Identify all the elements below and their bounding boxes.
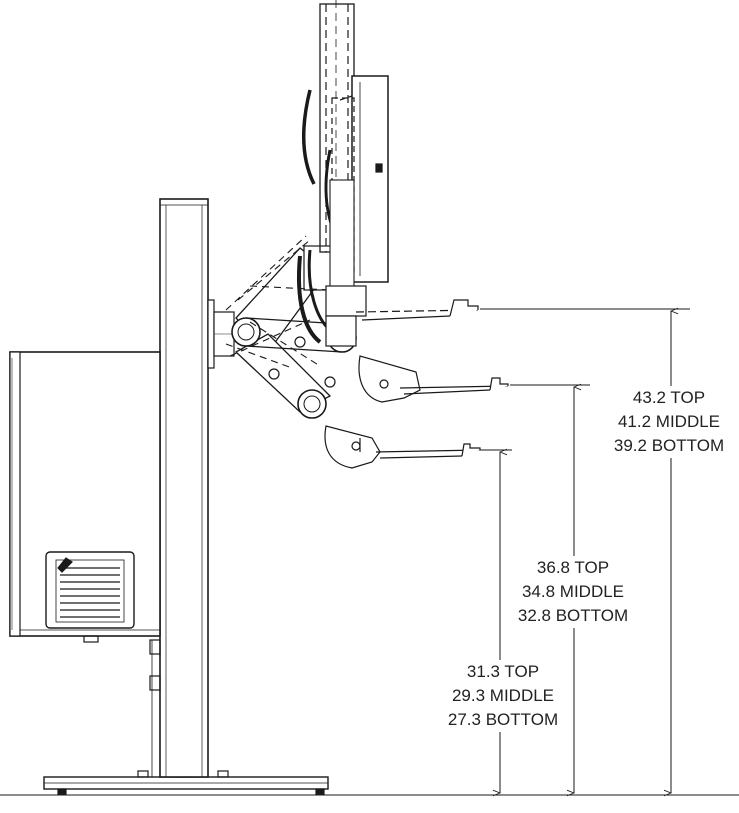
keyboard-tray-top (355, 299, 479, 321)
base-plate (43, 770, 329, 795)
keyboard-tray-bottom (324, 425, 481, 469)
wall-mount-bracket (207, 299, 235, 369)
dimension-value-bottom: 32.8 BOTTOM (517, 606, 629, 625)
dimension-value-middle: 41.2 MIDDLE (617, 412, 721, 431)
support-column (149, 198, 209, 778)
dimension-value-middle: 34.8 MIDDLE (521, 582, 625, 601)
dimension-label-display-height: 43.2 TOP 41.2 MIDDLE 39.2 BOTTOM (606, 386, 732, 458)
dimension-value-top: 36.8 TOP (536, 558, 610, 577)
display-screen (301, 75, 389, 347)
dimension-value-top: 31.3 TOP (466, 662, 540, 681)
dimension-value-middle: 29.3 MIDDLE (451, 686, 555, 705)
dimension-label-tray-low-height: 31.3 TOP 29.3 MIDDLE 27.3 BOTTOM (440, 660, 566, 732)
enclosure-cabinet (9, 351, 161, 643)
dimension-value-bottom: 39.2 BOTTOM (613, 436, 725, 455)
dimension-value-top: 43.2 TOP (632, 388, 706, 407)
vent-grille (45, 551, 135, 629)
dimension-label-tray-middle-height: 36.8 TOP 34.8 MIDDLE 32.8 BOTTOM (510, 556, 636, 628)
keyboard-tray-middle (358, 355, 509, 403)
arm-alternate-positions (225, 235, 331, 369)
dimension-value-bottom: 27.3 BOTTOM (447, 710, 559, 729)
